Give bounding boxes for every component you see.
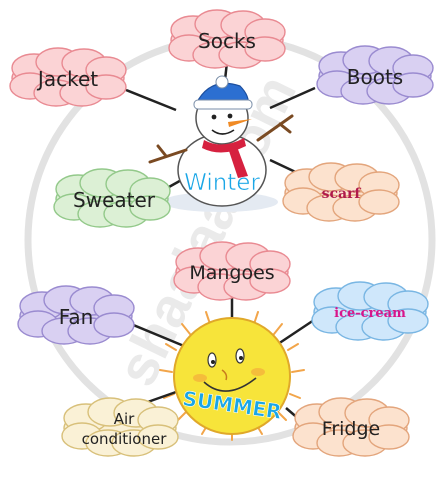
label-conditioner: conditioner — [82, 430, 168, 448]
label-socks: Socks — [198, 29, 256, 53]
cloud-jacket: Jacket — [9, 47, 127, 107]
label-air: Air — [114, 410, 135, 428]
label-mangoes: Mangoes — [189, 262, 274, 284]
label-jacket: Jacket — [36, 67, 98, 91]
cloud-mangoes: Mangoes — [173, 241, 291, 301]
cloud-scarf: scarf — [282, 162, 400, 222]
winter-center-label: Winter — [184, 170, 260, 196]
cloud-socks: Socks — [168, 9, 286, 69]
label-ice-cream: ice-cream — [334, 306, 406, 321]
label-scarf: scarf — [322, 186, 362, 202]
label-sweater: Sweater — [73, 188, 156, 212]
cloud-boots: Boots — [316, 45, 434, 105]
snowman-illustration — [148, 75, 294, 212]
cloud-fan: Fan — [17, 285, 135, 345]
sun-illustration — [173, 317, 291, 435]
label-fan: Fan — [59, 305, 94, 329]
cloud-ice-cream: ice-cream — [311, 281, 429, 341]
cloud-air-conditioner: Air conditioner — [61, 397, 179, 457]
label-fridge: Fridge — [322, 418, 380, 440]
cloud-fridge: Fridge — [292, 397, 410, 457]
cloud-sweater: Sweater — [53, 168, 171, 228]
label-boots: Boots — [347, 65, 403, 89]
